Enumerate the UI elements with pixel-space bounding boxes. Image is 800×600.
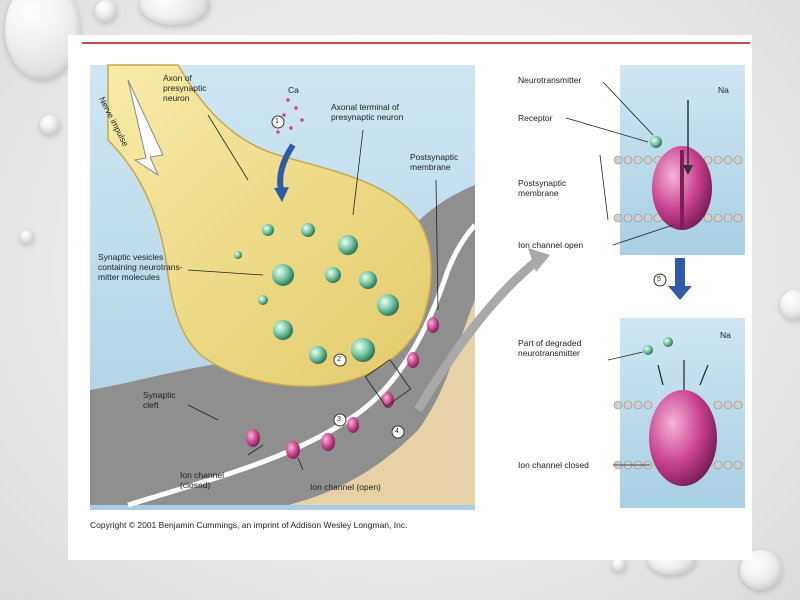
step-5-number: 5: [657, 276, 661, 283]
sodium-label-bottom: Na: [720, 330, 731, 340]
fragment-arrow: [699, 364, 709, 386]
synapse-diagram: Axon of presynaptic neuron Ca Axonal ter…: [88, 60, 748, 510]
postsynaptic-membrane-label: Postsynaptic membrane: [410, 152, 459, 172]
postsynaptic-membrane-line: [127, 223, 477, 508]
synaptic-cleft-label: Synaptic cleft: [143, 390, 176, 410]
vesicle: [359, 271, 377, 289]
calcium-influx-arrowhead: [274, 187, 289, 202]
vesicle: [301, 223, 315, 237]
degraded-neurotransmitter-label: Part of degraded neurotransmitter: [518, 338, 582, 358]
degraded-fragment: [663, 337, 673, 347]
neurotransmitter-label: Neurotransmitter: [518, 75, 582, 85]
step-5-marker: [653, 273, 667, 287]
step-4-number: 4: [395, 428, 399, 435]
ion-channel-open-label: Ion channel (open): [310, 482, 381, 492]
vesicle: [262, 224, 274, 236]
sodium-label-top: Na: [718, 85, 729, 95]
vesicle: [309, 346, 327, 364]
step-markers: [271, 115, 405, 439]
step-5-arrow: [675, 258, 685, 288]
synaptic-vesicles-label: Synaptic vesicles containing neurotrans-…: [98, 252, 183, 282]
receptor-label: Receptor: [518, 113, 553, 123]
ion-channel: [427, 317, 439, 333]
ion-channel: [407, 352, 419, 368]
calcium-ions: [276, 98, 304, 134]
leader-lines: [187, 114, 439, 471]
lipid-bilayer-bottom: [613, 400, 743, 470]
title-rule: [82, 42, 750, 44]
step-2-number: 2: [337, 356, 341, 363]
water-drop-decoration: [20, 230, 34, 244]
zoom-arrow: [414, 256, 541, 413]
calcium-label: Ca: [288, 85, 299, 95]
ion-channel: [382, 392, 394, 408]
vesicle: [273, 320, 293, 340]
vesicle: [338, 235, 358, 255]
vesicle: [272, 264, 294, 286]
ion-channel: [347, 417, 359, 433]
step-3-number: 3: [337, 416, 341, 423]
water-drop-decoration: [780, 290, 800, 320]
lipid-bilayer-top: [613, 155, 743, 223]
zoom-arrow-head: [528, 248, 550, 272]
ion-channel-closed: [649, 390, 717, 486]
vesicle: [325, 267, 341, 283]
ion-channel-open-right-label: Ion channel open: [518, 240, 584, 250]
postsynaptic-cell: [288, 300, 475, 505]
calcium-influx-arrow: [277, 143, 296, 191]
ion-channel-closed-label: Ion channel (closed): [180, 470, 224, 490]
water-drop-decoration: [95, 0, 117, 22]
copyright-notice: Copyright © 2001 Benjamin Cummings, an i…: [90, 520, 408, 530]
synaptic-vesicles: [234, 223, 399, 364]
ion-channel: [286, 441, 300, 459]
water-drop-decoration: [40, 115, 60, 135]
water-drop-decoration: [140, 0, 210, 25]
water-drop-decoration: [5, 0, 80, 80]
fragment-arrow: [657, 364, 664, 386]
neurotransmitter-molecule: [650, 136, 662, 148]
vesicle: [377, 294, 399, 316]
step-1-number: 1: [275, 118, 279, 125]
vesicle: [351, 338, 375, 362]
axon-label: Axon of presynaptic neuron: [163, 73, 207, 103]
synapse-illustration: [90, 64, 745, 510]
nerve-impulse-arrow: [127, 79, 164, 177]
degraded-fragment: [643, 345, 653, 355]
synaptic-cleft-region: [90, 185, 475, 505]
zoom-box: [364, 358, 412, 408]
postsynaptic-membrane-right-label: Postsynaptic membrane: [518, 178, 567, 198]
right-leader-lines: [565, 81, 674, 466]
ion-channel-closed-right-label: Ion channel closed: [518, 460, 589, 470]
water-drop-decoration: [612, 558, 626, 572]
vesicle: [234, 251, 242, 259]
vesicle: [258, 295, 268, 305]
axonal-terminal-label: Axonal terminal of presynaptic neuron: [331, 102, 404, 122]
ion-channel: [321, 433, 335, 451]
ion-channel: [246, 429, 260, 447]
